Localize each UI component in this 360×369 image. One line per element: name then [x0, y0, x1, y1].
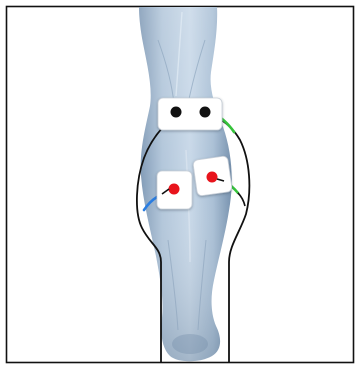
snap-lower-right	[207, 172, 218, 183]
snap-upper-right	[200, 107, 211, 118]
electrode-pad-upper	[158, 98, 222, 130]
snap-lower-left	[169, 184, 180, 195]
snap-upper-left	[171, 107, 182, 118]
